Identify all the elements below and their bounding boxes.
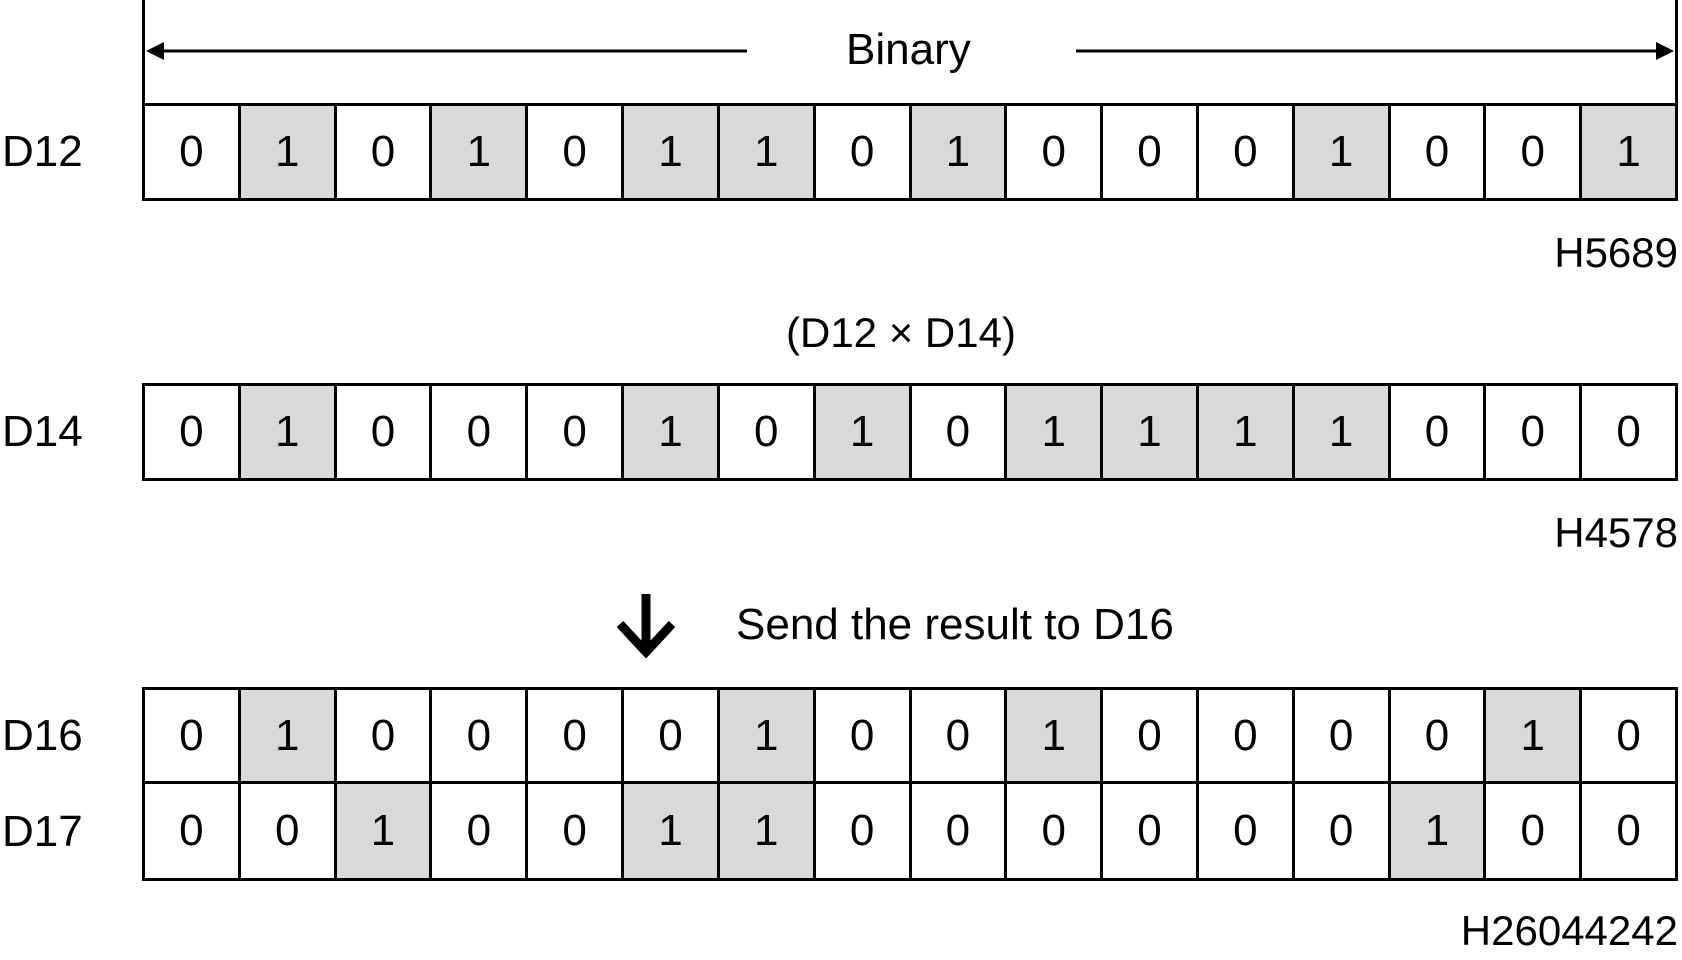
bit-cell: 0 (145, 106, 241, 201)
register-label-d12: D12 (2, 127, 83, 176)
bit-cell: 1 (911, 106, 1008, 201)
register-label-d17: D17 (2, 807, 83, 856)
result-destination-label: Send the result to D16 (736, 600, 1174, 649)
bit-cell: 0 (145, 386, 241, 481)
bit-cell: 0 (336, 690, 433, 784)
down-arrow-icon (616, 594, 676, 658)
bit-cell: 0 (1582, 784, 1678, 881)
bit-cell: 0 (1582, 386, 1678, 481)
bit-cell: 0 (1390, 690, 1487, 784)
bit-cell: 1 (815, 386, 912, 481)
bit-cell: 0 (1007, 784, 1104, 881)
bit-cell: 0 (911, 386, 1008, 481)
bit-cell: 0 (432, 690, 529, 784)
bit-cell: 1 (1007, 690, 1104, 784)
hex-label-d12: H5689 (1554, 229, 1678, 276)
operation-label: (D12 × D14) (786, 309, 1016, 356)
bit-cell: 0 (336, 386, 433, 481)
bit-cell: 0 (1486, 386, 1583, 481)
bit-cell: 1 (1103, 386, 1199, 481)
bit-cell: 0 (1103, 690, 1199, 784)
bit-cell: 0 (911, 784, 1008, 881)
bit-cell: 1 (624, 106, 720, 201)
bit-cell: 0 (1198, 106, 1295, 201)
bit-cell: 0 (1486, 106, 1583, 201)
bit-cell: 0 (815, 106, 912, 201)
bit-cell: 0 (911, 690, 1008, 784)
bit-cell: 1 (240, 690, 337, 784)
bit-cell: 1 (624, 784, 720, 881)
bit-cell: 1 (719, 784, 816, 881)
bit-cell: 0 (528, 106, 625, 201)
hex-label-result: H26044242 (1460, 907, 1678, 954)
bit-cell: 1 (1486, 690, 1583, 784)
bit-cell: 1 (1294, 386, 1391, 481)
bit-cell: 0 (1486, 784, 1583, 881)
bit-cell: 1 (1390, 784, 1487, 881)
bit-cell: 0 (624, 690, 720, 784)
bit-cell: 0 (1198, 784, 1295, 881)
bit-cell: 0 (432, 784, 529, 881)
bit-cell: 1 (624, 386, 720, 481)
bit-cell: 0 (145, 784, 241, 881)
binary-span-arrow (142, 0, 1678, 104)
double-headed-arrow-icon (142, 0, 1678, 104)
bit-cell: 1 (719, 106, 816, 201)
bit-cell: 0 (528, 386, 625, 481)
bit-cell: 0 (145, 690, 241, 784)
bit-cell: 1 (336, 784, 433, 881)
bit-cell: 1 (1294, 106, 1391, 201)
bit-cell: 0 (815, 690, 912, 784)
bit-cell: 0 (1390, 386, 1487, 481)
register-label-d14: D14 (2, 407, 83, 456)
bit-cell: 0 (1007, 106, 1104, 201)
bit-cell: 1 (1007, 386, 1104, 481)
bit-cell: 1 (1198, 386, 1295, 481)
binary-label: Binary (846, 25, 971, 74)
bit-cell: 0 (719, 386, 816, 481)
bit-cell: 0 (1294, 690, 1391, 784)
bit-cell: 1 (240, 106, 337, 201)
bit-cell: 0 (815, 784, 912, 881)
bit-cell: 1 (432, 106, 529, 201)
bit-cell: 1 (240, 386, 337, 481)
hex-label-d14: H4578 (1554, 509, 1678, 556)
bit-cell: 0 (1198, 690, 1295, 784)
bit-cell: 0 (1103, 106, 1199, 201)
bit-cell: 0 (240, 784, 337, 881)
bit-cell: 0 (1390, 106, 1487, 201)
bit-cell: 0 (1294, 784, 1391, 881)
bit-cell: 0 (336, 106, 433, 201)
bit-cell: 0 (528, 690, 625, 784)
bit-cell: 1 (719, 690, 816, 784)
bit-cell: 0 (432, 386, 529, 481)
bit-cell: 1 (1582, 106, 1678, 201)
bit-cell: 0 (528, 784, 625, 881)
bit-cell: 0 (1103, 784, 1199, 881)
bit-cell: 0 (1582, 690, 1678, 784)
register-label-d16: D16 (2, 711, 83, 760)
